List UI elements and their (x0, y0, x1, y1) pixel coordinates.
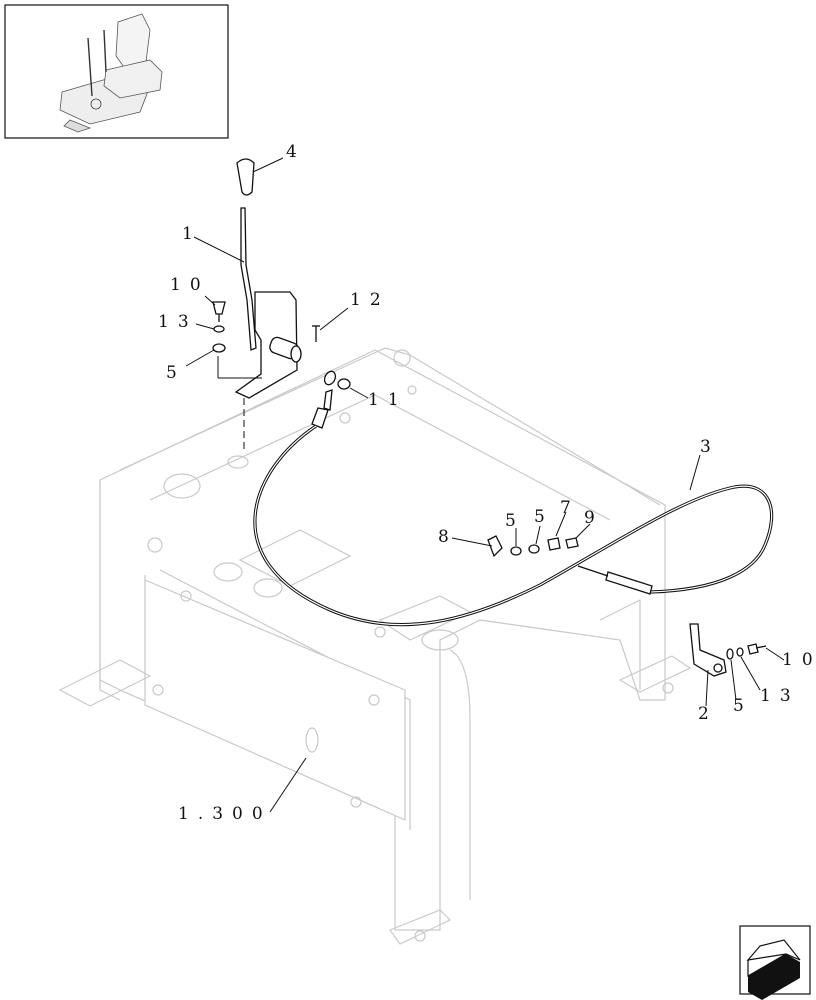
callout-1: 1 (182, 224, 202, 244)
part-3-cable (253, 424, 774, 627)
part-11-cable-end (311, 370, 369, 429)
callout-5-lower: 5 (733, 696, 753, 716)
callout-3: 3 (700, 437, 720, 457)
frame-callout-leader (269, 757, 307, 813)
part-12-pin (312, 307, 349, 342)
callout-4: 4 (286, 142, 306, 162)
machine-main-frame (58, 347, 692, 945)
page-navigation-arrow-icon[interactable] (739, 925, 811, 1000)
callout-5-center-right: 5 (534, 507, 554, 527)
callout-10-upper: 10 (170, 275, 210, 295)
callout-2: 2 (698, 704, 718, 724)
part-1-lever (193, 207, 257, 351)
upper-left-hardware (185, 295, 226, 367)
callout-12: 12 (350, 290, 390, 310)
callout-8: 8 (438, 527, 458, 547)
callout-13-lower: 13 (760, 686, 800, 706)
callout-9: 9 (584, 508, 604, 528)
callout-10-lower: 10 (782, 650, 813, 670)
callout-11: 11 (368, 390, 408, 410)
center-hardware (510, 511, 591, 556)
part-4-knob (236, 157, 284, 196)
part-8-bracket (451, 535, 503, 558)
callout-13-upper: 13 (158, 312, 198, 332)
callout-7: 7 (560, 498, 580, 518)
machine-seat-thumbnail (4, 4, 229, 139)
callout-5-upper: 5 (166, 363, 186, 383)
callout-1-300: 1.300 (178, 804, 272, 824)
callout-5-center-left: 5 (505, 511, 525, 531)
lever-bracket (217, 291, 302, 450)
part-2-bracket (689, 623, 785, 707)
